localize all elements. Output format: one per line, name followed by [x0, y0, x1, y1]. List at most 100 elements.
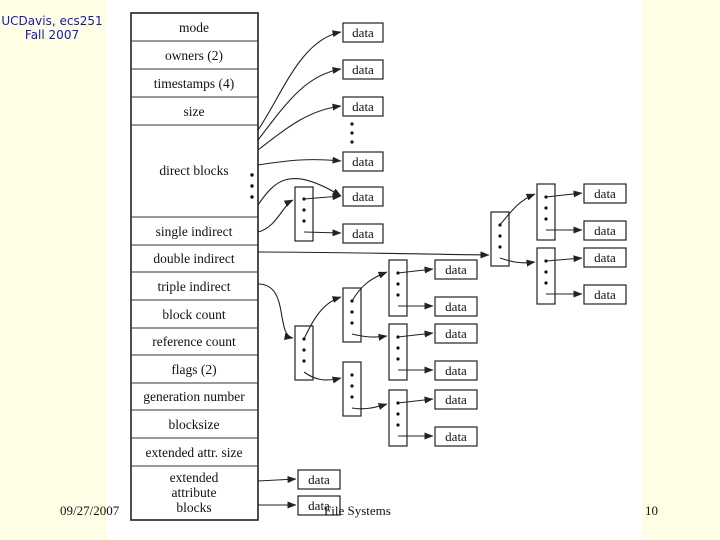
data-block: [583, 247, 627, 268]
field-size: size: [184, 104, 205, 119]
data-block: [434, 323, 478, 344]
arrow-double-data-3: [545, 255, 583, 263]
data-block-label: data: [445, 299, 467, 314]
data-block: [297, 495, 341, 516]
indirect-block: [294, 325, 314, 381]
indirect-block: [342, 361, 362, 417]
field-block-count: block count: [162, 307, 226, 322]
pointer-dot: [396, 423, 400, 427]
direct-data-blocks: data data data data data: [342, 22, 384, 207]
ellipsis-dot: [350, 131, 354, 135]
arrow-triple-level1-b: [303, 371, 342, 384]
data-block-label: data: [445, 429, 467, 444]
arrow-direct-3: [257, 103, 342, 151]
arrow-triple-level1-a: [303, 296, 342, 340]
direct-blocks-ellipsis: [250, 173, 254, 199]
pointer-dot: [350, 321, 354, 325]
arrow-triple-indirect: [257, 283, 294, 341]
data-block-label: data: [308, 472, 330, 487]
data-block: [434, 259, 478, 280]
field-timestamps: timestamps (4): [154, 76, 235, 91]
data-block-label: data: [352, 25, 374, 40]
arrow-double-indirect: [257, 251, 490, 259]
pointer-dot: [396, 293, 400, 297]
arrow-single-data-2: [303, 229, 342, 237]
field-extended-line1: extended: [170, 470, 219, 485]
field-single-indirect: single indirect: [156, 224, 233, 239]
pointer-dot: [350, 384, 354, 388]
field-blocksize: blocksize: [169, 417, 220, 432]
footer-date: 09/27/2007: [60, 503, 120, 518]
data-block-label: data: [594, 287, 616, 302]
data-block-label: data: [308, 498, 330, 513]
pointer-dot: [396, 282, 400, 286]
data-block-label: data: [352, 62, 374, 77]
arrow-double-data-1: [545, 190, 583, 198]
arrow-direct-5: [257, 178, 342, 206]
arrow-triple-level2-a: [351, 271, 388, 302]
data-block-label: data: [445, 326, 467, 341]
extended-attribute-data-blocks: data data: [297, 469, 341, 516]
data-block: [434, 360, 478, 381]
pointer-dot: [396, 357, 400, 361]
pointer-dot: [350, 395, 354, 399]
field-extended-attr-size: extended attr. size: [145, 445, 242, 460]
indirect-block: [490, 211, 510, 267]
ellipsis-dot: [350, 140, 354, 144]
arrow-triple-level2-b: [351, 333, 388, 341]
indirect-block: [342, 287, 362, 343]
field-direct-blocks: direct blocks: [159, 163, 228, 178]
ellipsis-dot: [250, 195, 254, 199]
indirect-block: [388, 259, 408, 317]
data-block-label: data: [594, 223, 616, 238]
arrow-direct-4: [257, 156, 342, 166]
arrow-triple-data-1: [397, 266, 434, 274]
arrow-triple-data-3: [397, 330, 434, 338]
data-block-label: data: [445, 262, 467, 277]
data-block-label: data: [352, 154, 374, 169]
pointer-dot: [396, 346, 400, 350]
pointer-dot: [350, 310, 354, 314]
ellipsis-dot: [250, 184, 254, 188]
data-block-label: data: [352, 226, 374, 241]
arrow-double-level1-a: [499, 193, 536, 226]
data-block: [434, 389, 478, 410]
arrow-single-data-1: [303, 193, 342, 201]
triple-indirect-tree: data data data data data data: [294, 259, 478, 447]
pointer-dot: [302, 348, 306, 352]
pointer-dot: [396, 412, 400, 416]
data-block: [434, 426, 478, 447]
pointer-dot: [302, 208, 306, 212]
arrow-extended-data-1: [257, 475, 297, 483]
field-generation-number: generation number: [143, 389, 245, 404]
ellipsis-dot: [350, 122, 354, 126]
field-flags: flags (2): [171, 362, 216, 377]
inode-table: mode owners (2) timestamps (4) size dire…: [130, 12, 259, 521]
pointer-dot: [544, 206, 548, 210]
indirect-block: [388, 323, 408, 381]
field-extended-line2: attribute: [172, 485, 217, 500]
data-block: [342, 59, 384, 80]
pointer-dot: [544, 281, 548, 285]
arrow-double-level1-b: [499, 257, 536, 267]
field-extended-line3: blocks: [176, 500, 211, 515]
data-block: [583, 284, 627, 305]
field-triple-indirect: triple indirect: [157, 279, 230, 294]
pointer-dot: [302, 219, 306, 223]
field-reference-count: reference count: [152, 334, 236, 349]
arrow-direct-1: [257, 30, 342, 131]
arrow-triple-data-5: [397, 396, 434, 404]
data-block: [583, 183, 627, 204]
course-label: UCDavis, ecs251 Fall 2007: [0, 14, 104, 42]
data-block: [342, 96, 384, 117]
data-block: [342, 151, 384, 172]
single-indirect-tree: data: [294, 186, 384, 244]
data-block: [583, 220, 627, 241]
data-block-label: data: [445, 392, 467, 407]
pointer-dot: [544, 217, 548, 221]
indirect-block: [536, 183, 556, 241]
field-mode: mode: [179, 20, 209, 35]
data-block-label: data: [594, 250, 616, 265]
indirect-block: [294, 186, 314, 242]
